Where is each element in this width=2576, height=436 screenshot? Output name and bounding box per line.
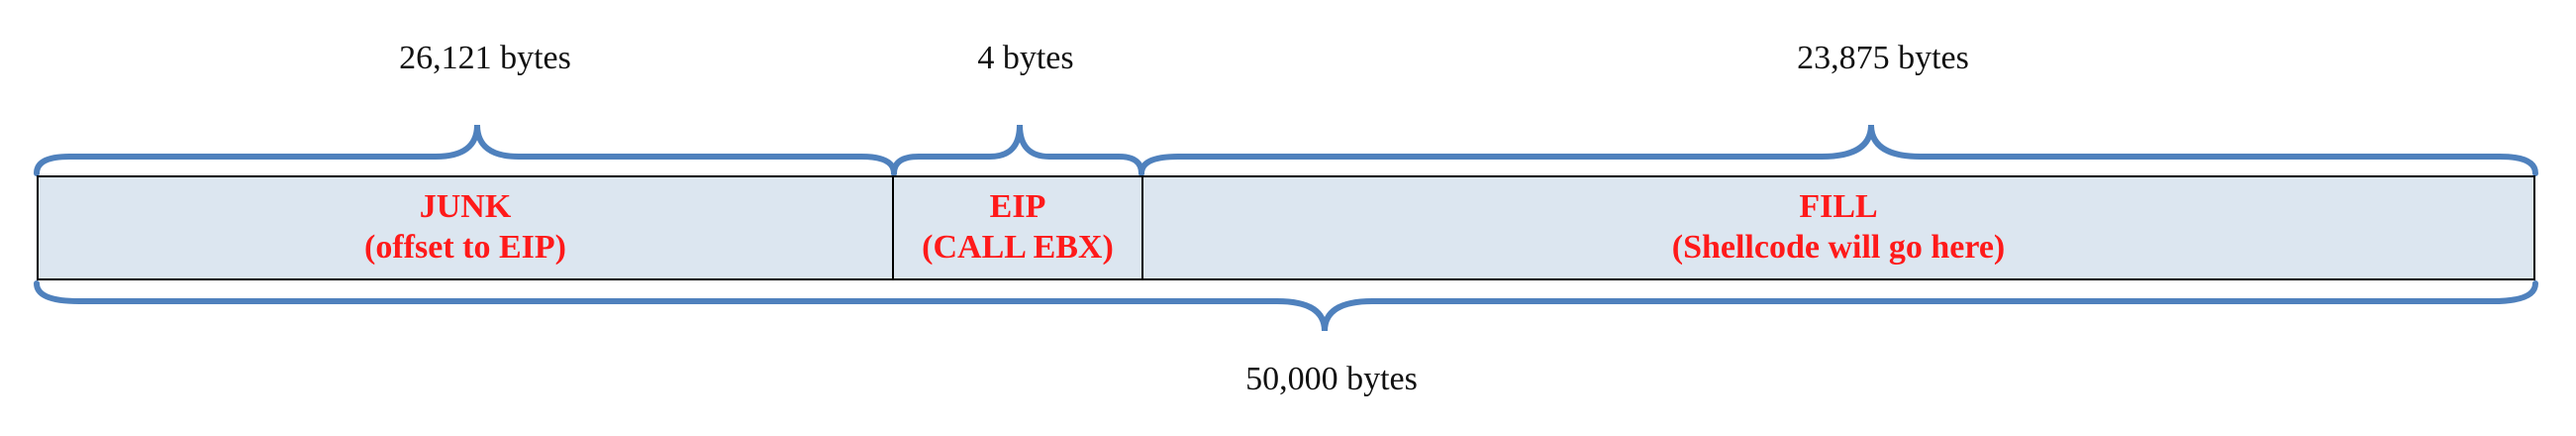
eip-segment-title: EIP (989, 188, 1046, 226)
fill-segment: FILL (Shellcode will go here) (1141, 175, 2535, 280)
fill-segment-detail: (Shellcode will go here) (1671, 229, 2006, 266)
eip-size-label: 4 bytes (977, 40, 1074, 76)
brace-total (34, 280, 2538, 332)
eip-segment: EIP (CALL EBX) (892, 175, 1143, 280)
junk-segment: JUNK (offset to EIP) (37, 175, 894, 280)
brace-junk (34, 124, 897, 176)
brace-eip (891, 124, 1144, 176)
fill-segment-title: FILL (1799, 188, 1878, 226)
junk-segment-title: JUNK (419, 188, 512, 226)
fill-size-label: 23,875 bytes (1797, 40, 1969, 76)
junk-segment-detail: (offset to EIP) (364, 229, 566, 266)
junk-size-label: 26,121 bytes (399, 40, 571, 76)
eip-segment-detail: (CALL EBX) (922, 229, 1114, 266)
brace-fill (1139, 124, 2538, 176)
total-size-label: 50,000 bytes (1245, 361, 1418, 397)
